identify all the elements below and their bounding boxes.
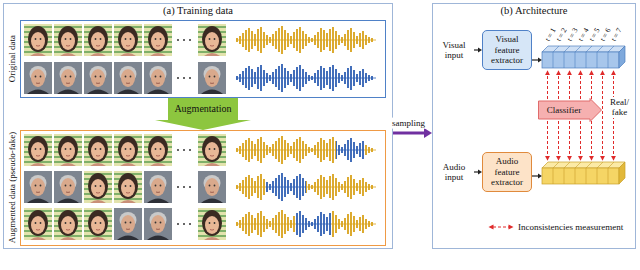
connector-shaft (168, 98, 238, 120)
input-label: Audio input (434, 162, 474, 183)
process-box: Audio feature extractor (482, 152, 532, 192)
audio-feature-tensor (542, 162, 625, 184)
input-label: Visual input (434, 40, 474, 61)
panel-title: (b) Architecture (433, 5, 635, 17)
classifier-arrow: Classifier (538, 98, 602, 122)
legend-text: Inconsistencies measurement (518, 222, 623, 232)
arrow-head (489, 225, 494, 230)
panel: (a) Training dataOriginal dataAugmented … (3, 3, 393, 249)
node-label: Classifier (538, 98, 590, 122)
dashed-line (493, 227, 509, 228)
audio-waveforms (236, 26, 376, 239)
group-label: Augmented data (pseudo-fake) (6, 131, 18, 244)
data-group: Original data (20, 20, 386, 98)
arrow-outline (539, 99, 602, 122)
connector-shaft (393, 132, 424, 135)
legend-sample (488, 222, 514, 232)
video-frames (24, 24, 226, 240)
output-label: Real/ fake (604, 97, 635, 118)
legend-entry: Inconsistencies measurement (488, 222, 623, 232)
arrow-head (509, 225, 514, 230)
visual-feature-tensor (542, 46, 625, 68)
arrow-head (155, 120, 251, 130)
process-box: Visual feature extractor (482, 30, 532, 70)
edge-label: sampling (390, 118, 427, 129)
edge-label: Augmentation (172, 103, 233, 115)
node-label: Visual feature extractor (483, 34, 531, 65)
augmentation-arrow (155, 98, 251, 130)
node-label: Audio feature extractor (483, 156, 531, 187)
group-label: Original data (6, 21, 18, 96)
panel-title: (a) Training data (4, 5, 392, 17)
ellipsis-dots (177, 39, 191, 225)
arrow-head (424, 128, 432, 138)
sampling-arrow (393, 128, 432, 138)
data-group: Augmented data (pseudo-fake) (20, 130, 386, 246)
